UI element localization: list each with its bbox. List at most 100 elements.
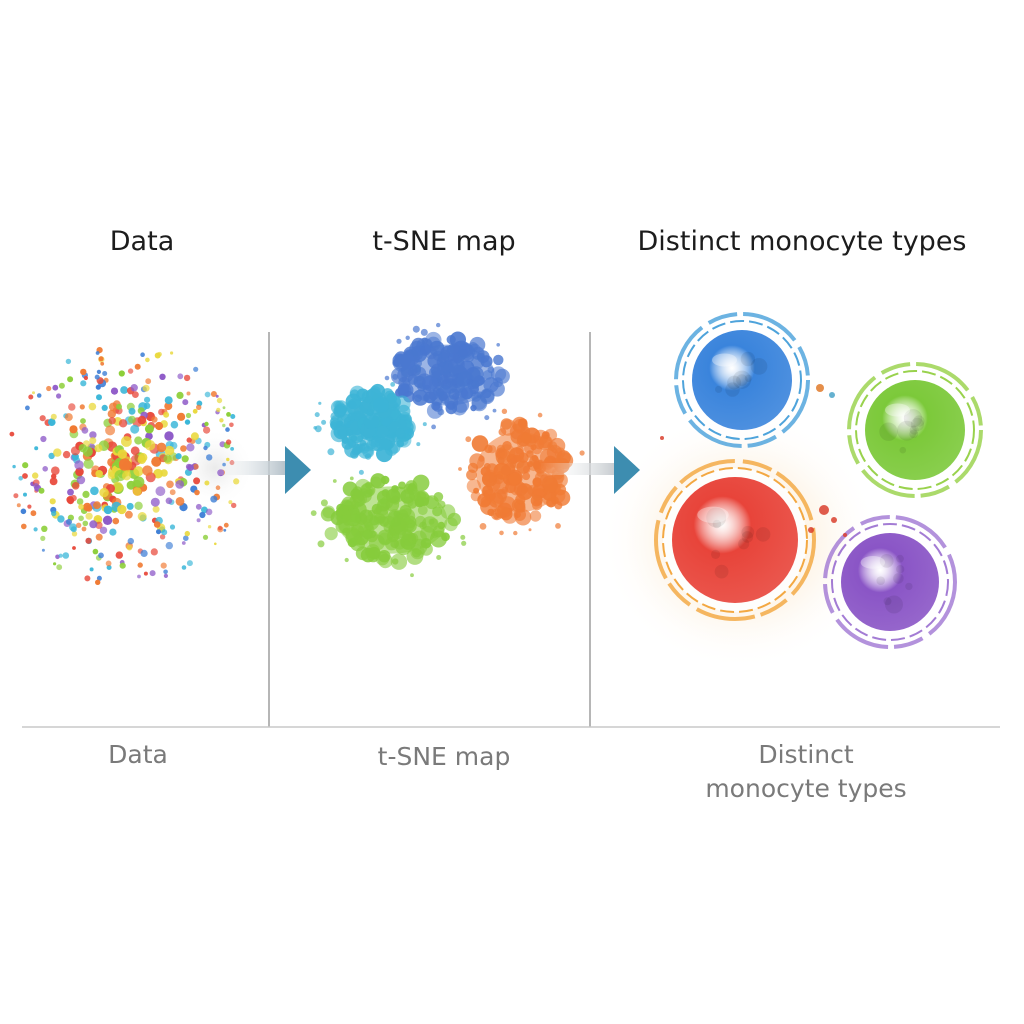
scatter-dot	[163, 573, 168, 579]
scatter-dot	[58, 553, 63, 558]
cluster-outlier	[499, 530, 504, 536]
scatter-dot	[160, 562, 167, 569]
scatter-dot	[95, 533, 103, 541]
cluster-point	[405, 480, 418, 492]
cluster-point	[420, 538, 432, 549]
scatter-dot	[30, 510, 37, 517]
cell-outer-ring	[847, 362, 983, 498]
scatter-dot	[32, 391, 35, 395]
scatter-dot	[121, 436, 132, 447]
panel-title-types: Distinct monocyte types	[637, 226, 967, 257]
cluster-point	[471, 435, 489, 452]
scatter-dot	[144, 396, 151, 403]
scatter-dot	[13, 493, 19, 499]
cell-texture	[896, 565, 905, 574]
cluster-point	[532, 500, 543, 511]
cluster-point	[428, 518, 435, 525]
cell-outer-ring	[674, 312, 810, 448]
scatter-dot	[160, 469, 168, 477]
scatter-dot	[49, 498, 56, 505]
scatter-dot	[112, 481, 124, 493]
scatter-dot	[58, 382, 65, 389]
cluster-outlier	[513, 530, 518, 536]
scatter-dot	[64, 413, 73, 422]
scatter-dot	[137, 512, 147, 521]
cluster-point	[513, 454, 521, 462]
scatter-dot	[66, 496, 74, 504]
paint-splatter	[816, 384, 824, 392]
cluster-point	[386, 488, 401, 504]
cluster-point	[515, 502, 526, 513]
cluster-point	[521, 486, 529, 494]
scatter-dot	[28, 394, 34, 400]
scatter-dot	[181, 455, 189, 463]
cluster-point	[433, 492, 444, 502]
scatter-dot	[175, 497, 185, 506]
scatter-dot	[210, 391, 217, 397]
cluster-outlier	[358, 469, 364, 475]
cluster-point	[364, 395, 373, 404]
scatter-dot	[186, 443, 195, 452]
scatter-dot	[145, 378, 152, 385]
scatter-dot	[96, 394, 102, 401]
cluster-point	[431, 531, 439, 539]
scatter-dot	[130, 424, 140, 434]
scatter-dot	[226, 457, 230, 462]
monocyte-cells	[654, 312, 983, 649]
cluster-point	[395, 428, 405, 438]
scatter-dot	[71, 482, 80, 490]
paint-splatter	[831, 517, 837, 523]
cluster-point	[398, 481, 406, 490]
cell-nucleus	[841, 533, 939, 631]
scatter-dot	[99, 487, 109, 498]
scatter-dot	[39, 415, 46, 422]
scatter-dot	[126, 544, 133, 551]
scatter-dot	[118, 370, 125, 377]
cell-nucleus	[692, 330, 792, 430]
cluster-point	[347, 412, 356, 421]
scatter-dot	[163, 411, 170, 418]
cluster-point	[452, 400, 467, 416]
cluster-point	[365, 544, 380, 559]
scatter-dot	[82, 490, 90, 498]
cluster-point	[461, 387, 473, 400]
panel-title-tsne: t-SNE map	[372, 226, 516, 257]
scatter-dot	[81, 526, 87, 532]
cluster-point	[407, 532, 419, 544]
scatter-dot	[130, 446, 140, 456]
cluster-point	[393, 353, 411, 371]
cluster-point	[425, 331, 442, 349]
scatter-dot	[25, 405, 30, 411]
caption-line: monocyte types	[705, 774, 907, 803]
cell-highlight	[885, 403, 910, 417]
scatter-dot	[195, 503, 202, 510]
scatter-dot	[48, 418, 56, 427]
cluster-point	[539, 448, 557, 466]
scatter-dot	[170, 420, 179, 429]
scatter-dot	[108, 417, 116, 425]
scatter-dot	[194, 489, 200, 496]
scatter-dot	[137, 562, 143, 568]
cell-texture	[893, 573, 904, 584]
scatter-dot	[94, 374, 100, 380]
caption-line: Distinct	[758, 740, 854, 769]
cluster-point	[418, 499, 425, 506]
cluster-point	[480, 388, 495, 403]
scatter-dot	[41, 548, 45, 552]
scatter-dot	[22, 462, 29, 469]
cluster-point	[394, 538, 406, 550]
scatter-dot	[176, 391, 184, 399]
scatter-dot	[80, 418, 86, 424]
scatter-dot	[183, 535, 189, 541]
scatter-dot	[89, 437, 97, 445]
scatter-dot	[82, 446, 93, 457]
cluster-point	[324, 527, 338, 541]
scatter-dot	[66, 518, 72, 525]
scatter-dot	[177, 412, 186, 421]
scatter-dot	[230, 447, 235, 451]
cluster-point	[440, 504, 456, 520]
scatter-dot	[107, 409, 117, 419]
scatter-dot	[231, 502, 237, 509]
paint-splatter	[829, 392, 835, 398]
scatter-dot	[127, 368, 134, 374]
